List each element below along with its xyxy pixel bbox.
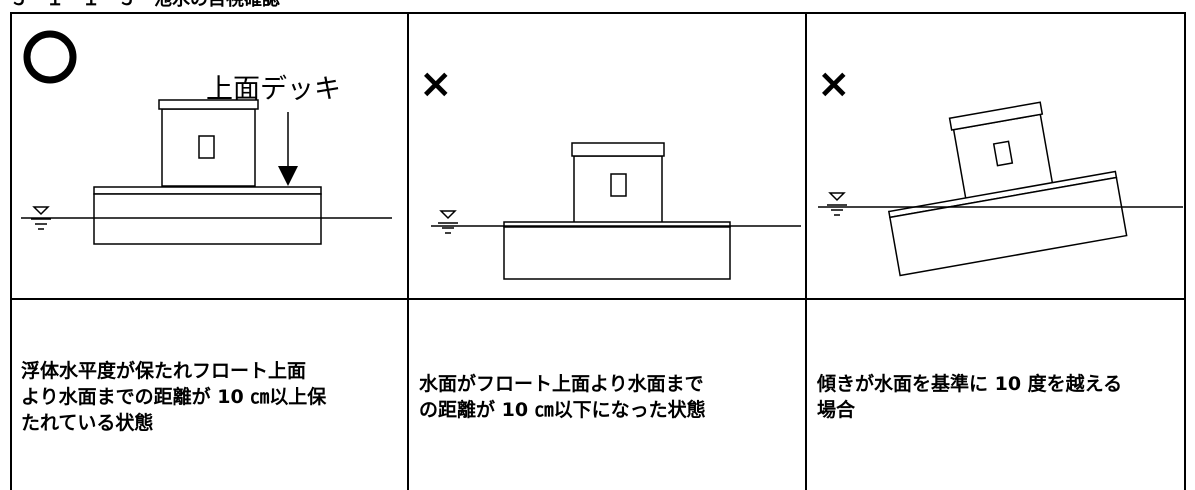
page-title: ５－１－１－５ 池水の目視確認 <box>10 0 280 9</box>
water-level-icon <box>827 192 847 216</box>
grid-left-border <box>10 12 12 490</box>
grid-middle-divider <box>10 298 1185 300</box>
deck-house <box>158 99 259 187</box>
grid-divider-1 <box>407 12 409 490</box>
description-low-freeboard-state: 水面がフロート上面より水面まで の距離が 10 ㎝以下になった状態 <box>419 373 706 421</box>
deck-house <box>948 101 1054 200</box>
grid-divider-2 <box>805 12 807 490</box>
grid-top-border <box>10 12 1185 14</box>
ok-mark <box>23 30 77 84</box>
float-body <box>93 186 322 245</box>
description-tilted-state: 傾きが水面を基準に 10 度を越える 場合 <box>817 373 1123 421</box>
deck-callout-label: 上面デッキ <box>206 74 341 105</box>
float-body <box>503 221 731 280</box>
diagram-tilted-state: × <box>807 13 1183 298</box>
diagram-ok-state: 上面デッキ <box>11 13 407 298</box>
water-level-icon <box>438 210 458 234</box>
ng-mark: × <box>817 61 851 107</box>
deck-house <box>571 142 665 225</box>
down-arrow-icon <box>278 112 298 186</box>
grid-right-border <box>1184 12 1186 490</box>
diagram-low-freeboard-state: × <box>409 13 805 298</box>
float-body <box>887 170 1128 277</box>
ng-mark: × <box>419 61 453 107</box>
description-ok-state: 浮体水平度が保たれフロート上面 より水面までの距離が 10 ㎝以上保 たれている… <box>21 360 327 434</box>
comparison-grid: 上面デッキ × × <box>10 12 1186 490</box>
water-level-icon <box>31 206 51 230</box>
